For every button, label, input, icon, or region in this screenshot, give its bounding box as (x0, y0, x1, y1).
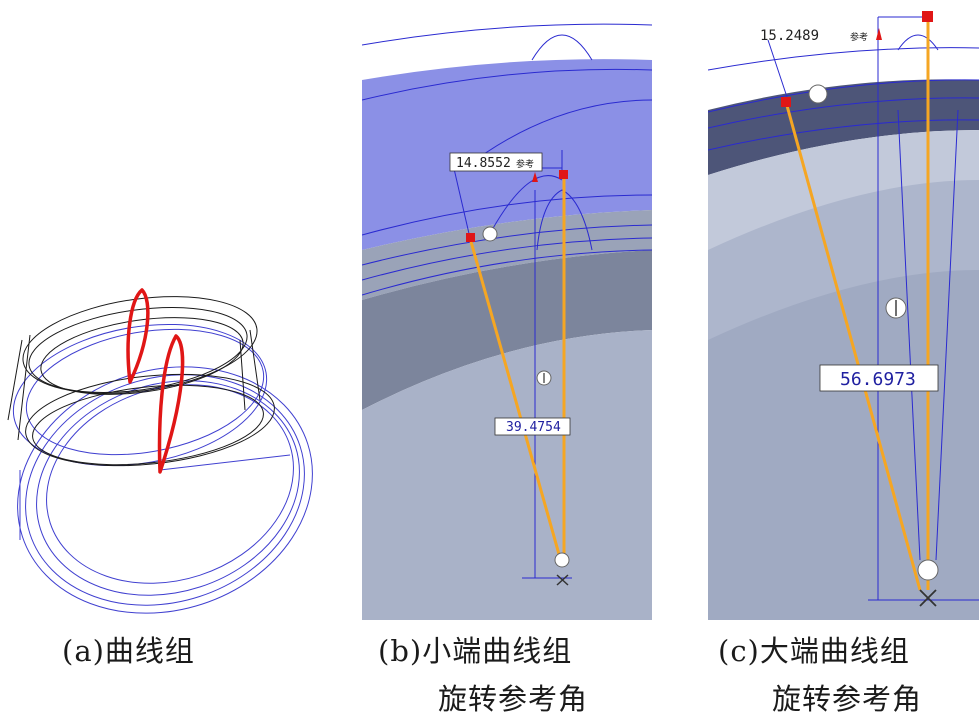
large-end-curve-highlight (157, 334, 185, 474)
caption-a: (a)曲线组 (62, 634, 195, 668)
curve-group-wireframe (7, 288, 313, 614)
small-end-curve-highlight (126, 288, 150, 384)
small-end-point-left (466, 233, 475, 242)
small-end-angle-suffix: 参考 (516, 158, 534, 170)
caption-c-line1: (c)大端曲线组 (718, 634, 910, 668)
large-end-point-top (922, 11, 933, 22)
small-end-point-top (559, 170, 568, 179)
panel-a-curve-group (0, 0, 340, 620)
small-end-cad-view: 14.8552 参考 39.4754 (362, 0, 652, 620)
panel-b-small-end: 14.8552 参考 39.4754 (362, 0, 652, 620)
large-end-angle-suffix: 参考 (850, 31, 868, 43)
panel-c-large-end: 15.2489 参考 56.6973 (708, 0, 979, 620)
caption-b-line1: (b)小端曲线组 (378, 634, 573, 668)
small-end-angle-value: 14.8552 (456, 156, 511, 171)
small-end-length-value: 39.4754 (506, 420, 561, 435)
large-end-length-value: 56.6973 (840, 369, 916, 390)
caption-c-line2: 旋转参考角 (772, 682, 923, 716)
large-end-cad-view: 15.2489 参考 56.6973 (708, 0, 979, 620)
large-end-angle-value: 15.2489 (760, 28, 819, 44)
caption-b-line2: 旋转参考角 (438, 682, 589, 716)
large-end-point-left (781, 97, 791, 107)
